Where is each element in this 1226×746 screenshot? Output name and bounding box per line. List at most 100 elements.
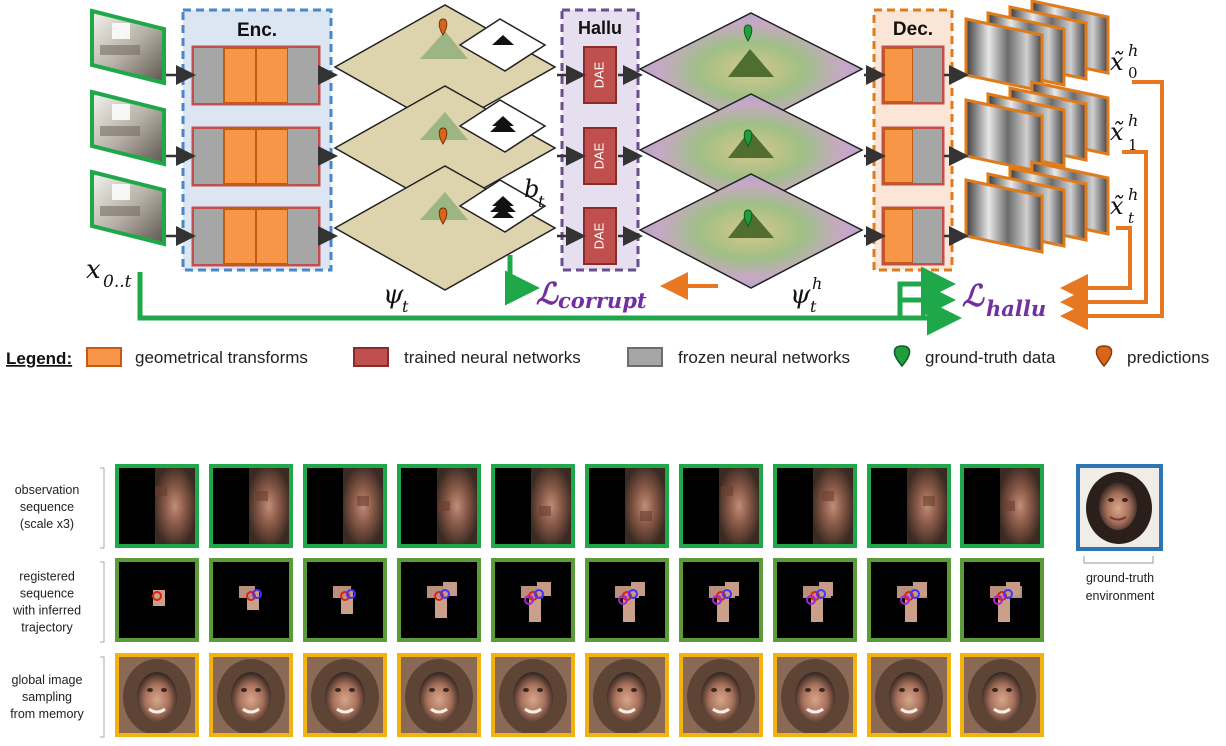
hallu-plane-1: [638, 93, 864, 209]
frame-r0-c7: [773, 464, 857, 548]
map-plane-1: [333, 85, 557, 211]
frame-r2-c7: [773, 653, 857, 737]
ground-truth-pin-icon: [893, 345, 911, 368]
legend-geometrical: geometrical transforms: [86, 347, 308, 367]
row-label-line: global image: [12, 673, 83, 687]
row-label-line: sampling: [22, 690, 72, 704]
row-label-line: sequence: [20, 587, 74, 601]
frame-r1-c9: [960, 558, 1044, 642]
prediction-pin-icon: [1095, 345, 1113, 368]
dae-block-0: DAE: [583, 46, 617, 104]
green-loss-paths: [137, 255, 962, 336]
frame-grid: [115, 464, 1044, 737]
row-label-line: (scale x3): [20, 517, 74, 531]
input-image-0: [90, 8, 166, 86]
legend-frozen: frozen neural networks: [627, 347, 850, 367]
belief-label: b t: [524, 175, 545, 211]
legend-title: Legend:: [6, 349, 72, 368]
dae-blocks: DAE DAE DAE: [583, 46, 617, 265]
encoder-title: Enc.: [237, 20, 277, 41]
hallu-plane-2: [638, 173, 864, 289]
gt-label-line1: ground-truth: [1086, 571, 1154, 585]
frame-r0-c6: [679, 464, 763, 548]
dae-block-2: DAE: [583, 207, 617, 265]
loss-hallu-label: ℒ hallu: [962, 279, 1046, 321]
map-plane-2: [333, 165, 557, 291]
frame-r2-c5: [585, 653, 669, 737]
frame-r0-c9: [960, 464, 1044, 548]
svg-text:t: t: [810, 297, 817, 316]
svg-text:h: h: [1128, 111, 1138, 130]
frame-r1-c6: [679, 558, 763, 642]
legend-frozen-swatch: [627, 347, 663, 367]
input-image-stack: [90, 8, 166, 247]
decoder-block-1: [881, 126, 945, 186]
output-stack-1: [964, 80, 1110, 174]
svg-text:DAE: DAE: [591, 142, 606, 169]
svg-text:h: h: [1128, 185, 1138, 204]
svg-text:DAE: DAE: [591, 222, 606, 249]
legend-trained: trained neural networks: [353, 347, 581, 367]
svg-text:ψ: ψ: [790, 280, 811, 310]
legend: Legend: geometrical transforms trained n…: [6, 345, 1209, 368]
row-label-line: registered: [19, 570, 75, 584]
hallu-title: Hallu: [578, 18, 622, 38]
input-image-1: [90, 89, 166, 167]
encoder-block-0: [191, 45, 321, 106]
svg-text:h: h: [812, 274, 822, 293]
row-label-line: observation: [15, 483, 80, 497]
row-label-line: trajectory: [21, 621, 73, 635]
frame-r1-c5: [585, 558, 669, 642]
belief-map-stack: [333, 4, 557, 291]
hallu-plane-0: [638, 12, 864, 128]
svg-text:b: b: [524, 175, 539, 203]
hallucinated-map-stack: [638, 12, 864, 289]
frame-r0-c0: [115, 464, 199, 548]
prediction-pin-icon: [438, 18, 448, 36]
frame-r2-c0: [115, 653, 199, 737]
svg-text:predictions: predictions: [1127, 348, 1209, 367]
input-image-2: [90, 169, 166, 247]
frame-r1-c4: [491, 558, 575, 642]
orange-loss-paths: [660, 80, 1164, 330]
frame-r1-c7: [773, 558, 857, 642]
row-label-line: with inferred: [12, 604, 81, 618]
decoder-blocks: [881, 45, 945, 266]
ground-truth-pin-icon: [743, 24, 753, 42]
frame-r2-c6: [679, 653, 763, 737]
frame-r1-c8: [867, 558, 951, 642]
frame-r1-c2: [303, 558, 387, 642]
legend-predictions: predictions: [1095, 345, 1209, 368]
frame-r2-c1: [209, 653, 293, 737]
encoder-blocks: [191, 45, 321, 267]
svg-text:t: t: [538, 192, 545, 211]
prediction-pin-icon: [438, 127, 448, 145]
svg-text:geometrical transforms: geometrical transforms: [135, 348, 308, 367]
frame-r0-c2: [303, 464, 387, 548]
legend-trained-swatch: [353, 347, 389, 367]
output-1-label: x̃ h 1: [1110, 111, 1138, 154]
svg-text:hallu: hallu: [986, 296, 1046, 321]
svg-text:corrupt: corrupt: [558, 288, 647, 313]
svg-text:x̃: x̃: [1110, 48, 1124, 76]
row-labels: observation sequence (scale x3) registered s…: [10, 467, 105, 738]
frame-r2-c4: [491, 653, 575, 737]
svg-text:t: t: [1128, 209, 1135, 227]
frame-r1-c3: [397, 558, 481, 642]
ground-truth-pin-icon: [743, 209, 753, 227]
frame-r0-c8: [867, 464, 951, 548]
row-bracket: [100, 561, 105, 643]
ground-truth-pin-icon: [743, 129, 753, 147]
loss-corrupt-label: ℒ corrupt: [536, 277, 647, 313]
decoder-block-2: [881, 206, 945, 266]
map-label: ψ t: [383, 280, 409, 316]
decoder-block-0: [881, 45, 945, 105]
row-label-line: from memory: [10, 707, 84, 721]
frame-r1-c0: [115, 558, 199, 642]
gt-label-line2: environment: [1086, 589, 1155, 603]
output-stack-2: [964, 160, 1110, 254]
prediction-pin-icon: [438, 207, 448, 225]
svg-text:t: t: [402, 297, 409, 316]
frame-r1-c1: [209, 558, 293, 642]
